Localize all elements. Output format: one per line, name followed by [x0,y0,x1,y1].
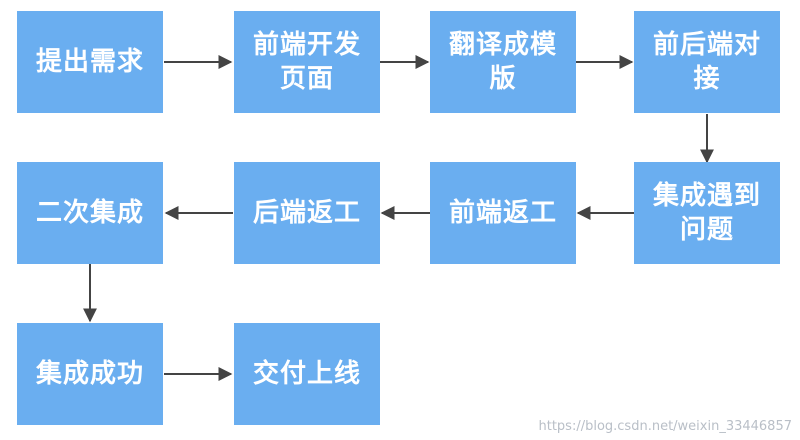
node-frontend-page-dev: 前端开发页面 [234,11,380,113]
node-delivery-launch: 交付上线 [234,323,380,425]
watermark-url: https://blog.csdn.net/weixin_33446857 [538,419,792,434]
node-integration-success: 集成成功 [17,323,163,425]
node-translate-to-template: 翻译成模版 [430,11,576,113]
node-second-integration: 二次集成 [17,162,163,264]
node-fe-be-integration: 前后端对接 [634,11,780,113]
node-integration-issue: 集成遇到问题 [634,162,780,264]
node-submit-requirements: 提出需求 [17,11,163,113]
node-backend-rework: 后端返工 [234,162,380,264]
node-frontend-rework: 前端返工 [430,162,576,264]
